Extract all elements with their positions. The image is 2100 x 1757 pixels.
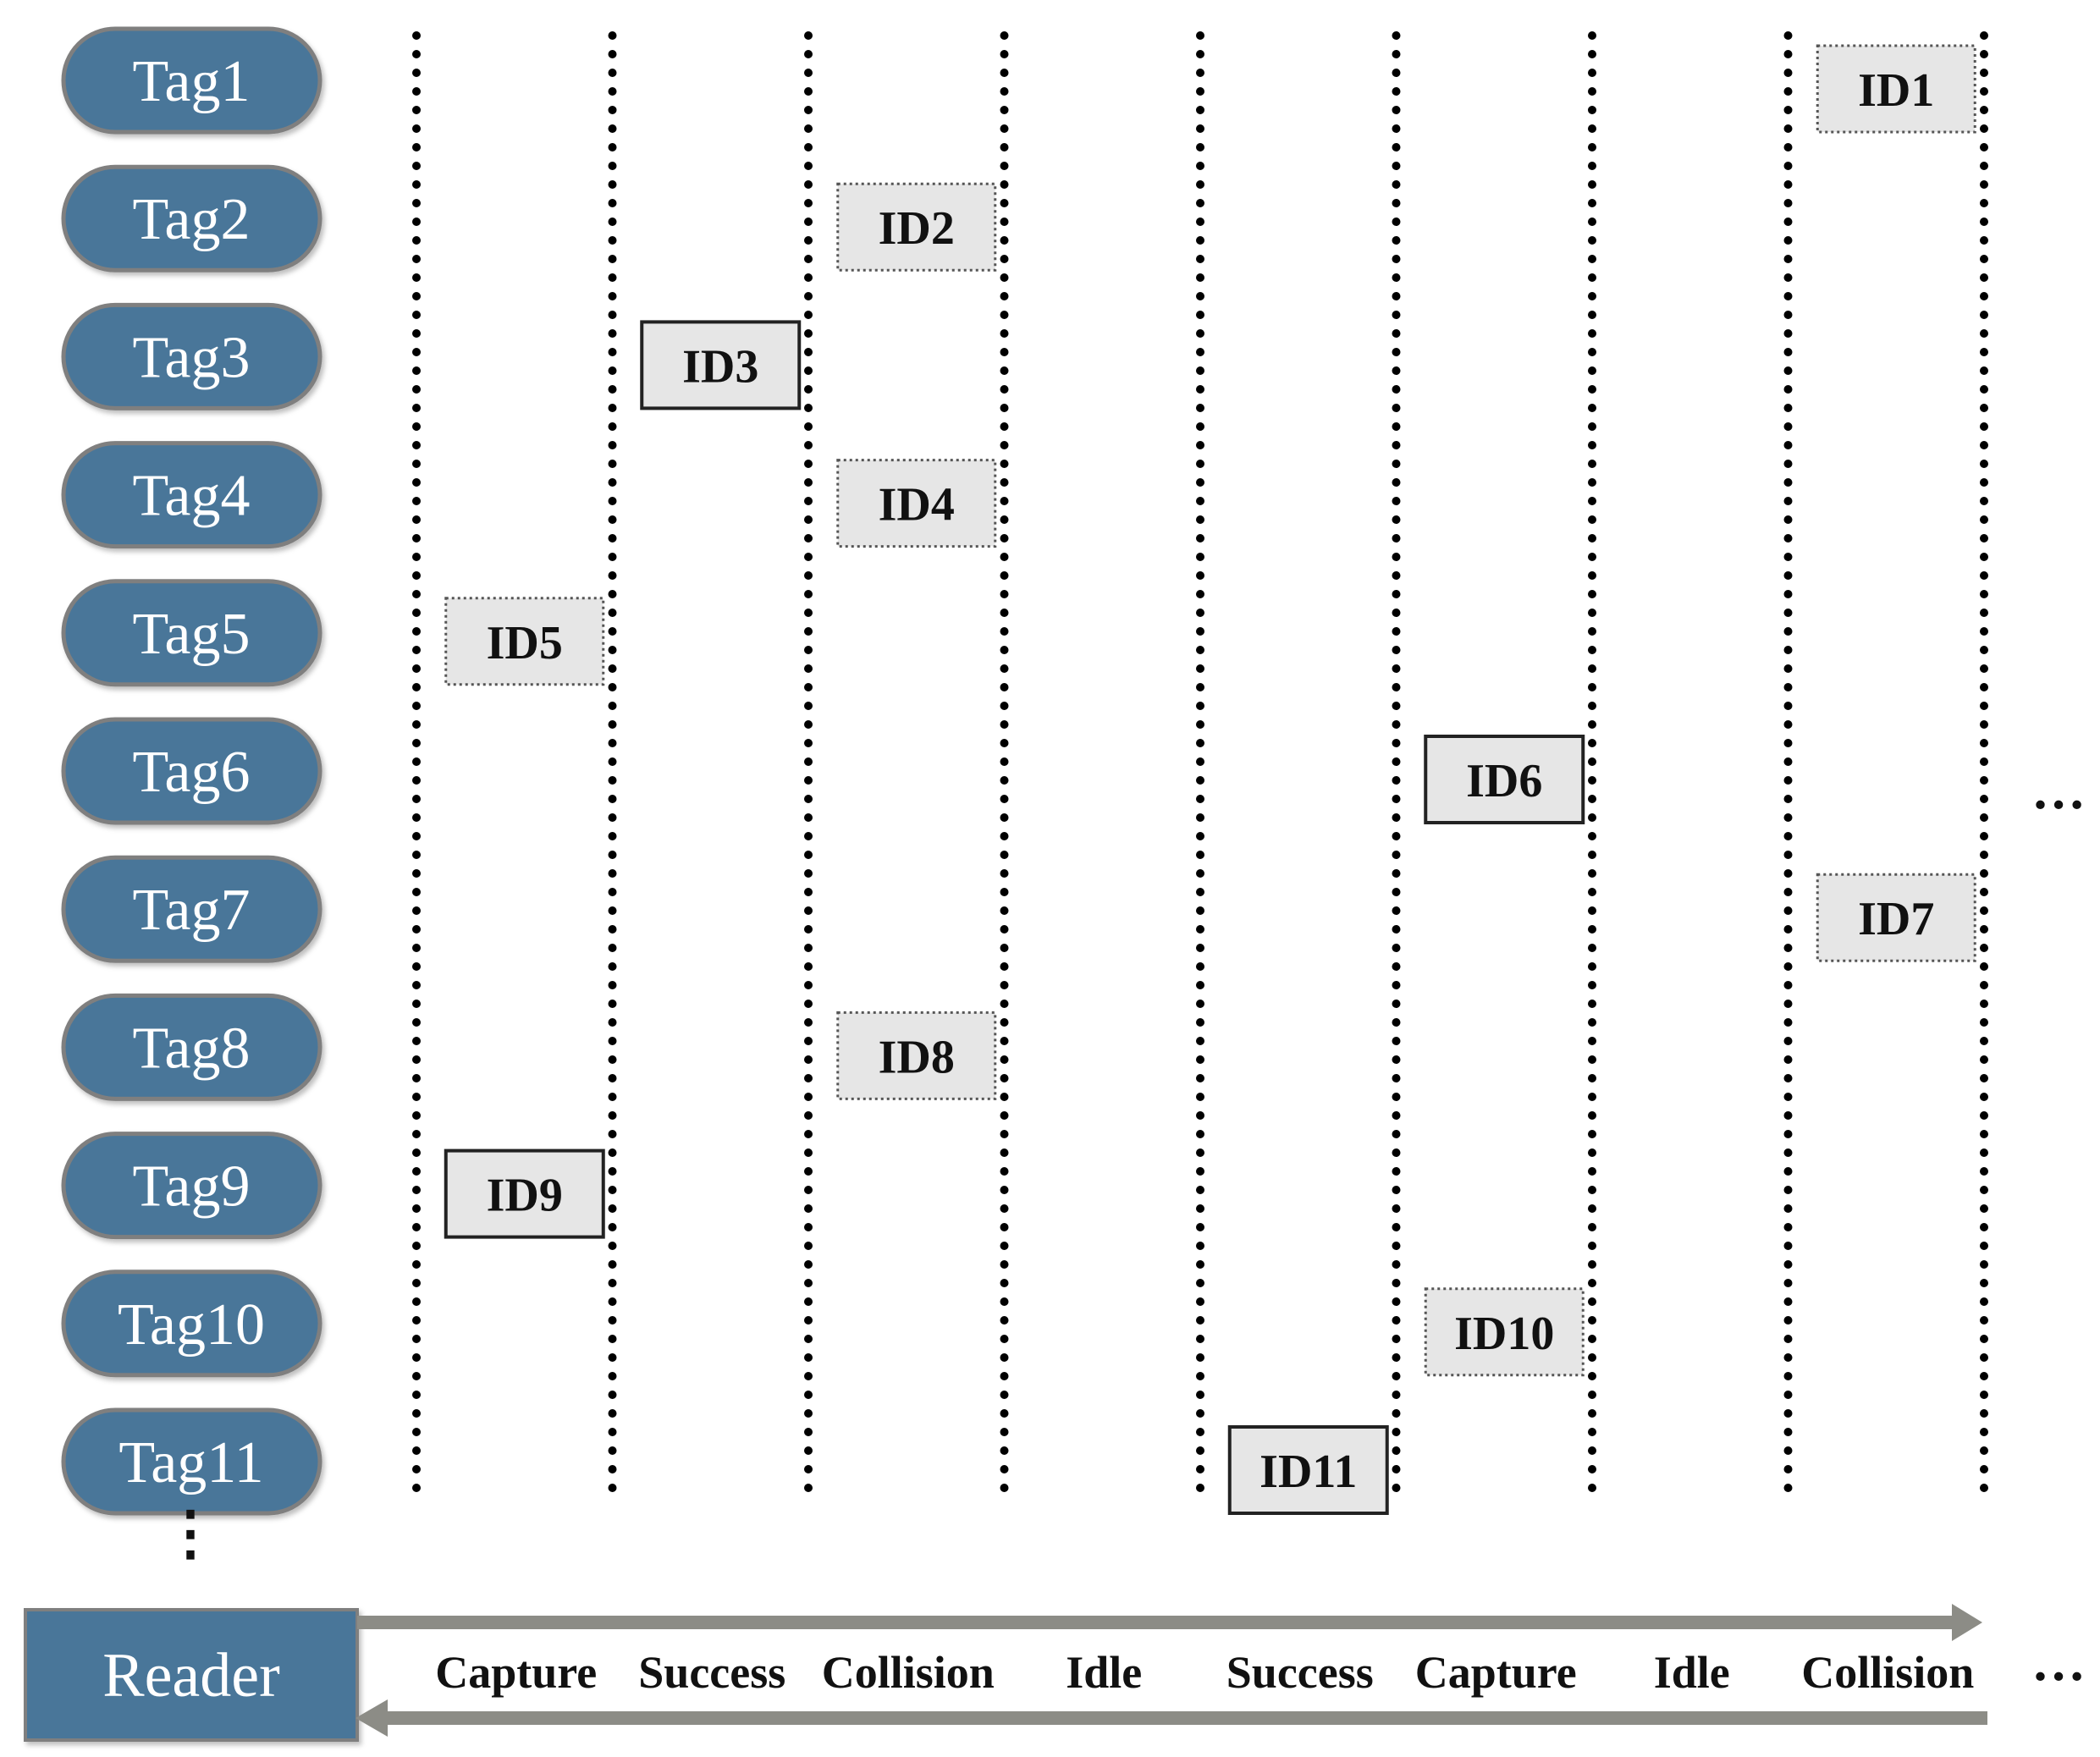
- backward-arrow-head: [356, 1699, 388, 1737]
- slots-more-ellipsis: …: [2031, 760, 2086, 820]
- id-box-dotted-frame: [836, 182, 997, 272]
- tag-label: Tag10: [118, 1292, 265, 1358]
- reader-label: Reader: [102, 1641, 280, 1710]
- tags-more-ellipsis: ⋮: [161, 1501, 220, 1567]
- tag-pill: Tag11: [61, 1407, 322, 1516]
- tag-pill-shape: [61, 717, 322, 825]
- id-box: ID6: [1424, 735, 1585, 824]
- tag-label: Tag4: [133, 464, 251, 529]
- id-box: ID11: [1227, 1425, 1389, 1515]
- id-box-solid-frame: [640, 320, 802, 410]
- id-box-dotted-frame: [836, 459, 997, 548]
- id-box-dotted-frame: [1816, 44, 1976, 134]
- id-box: ID1: [1816, 44, 1976, 134]
- id-box: ID2: [836, 182, 997, 272]
- id-label: ID11: [1259, 1446, 1357, 1498]
- id-box-dotted-frame: [1424, 1287, 1585, 1377]
- id-label: ID4: [879, 479, 955, 532]
- tag-pill: Tag5: [61, 579, 322, 687]
- tag-pill-shape: [61, 579, 322, 687]
- slot-status-label: Success: [1226, 1647, 1374, 1698]
- timeline-arrows: [356, 1604, 1987, 1737]
- slot-status-label: Collision: [822, 1647, 995, 1698]
- id-box-solid-frame: [1227, 1425, 1389, 1515]
- id-label: ID3: [682, 340, 758, 393]
- tag-label: Tag8: [133, 1016, 251, 1081]
- tag-pill-shape: [61, 1270, 322, 1378]
- id-label: ID6: [1466, 755, 1542, 807]
- id-box: ID10: [1424, 1287, 1585, 1377]
- tag-pill-shape: [61, 441, 322, 549]
- tag-pill-shape: [61, 855, 322, 963]
- id-label: ID8: [879, 1031, 955, 1083]
- forward-arrow-head: [1952, 1604, 1982, 1641]
- id-box: ID5: [444, 597, 605, 686]
- id-box-solid-frame: [1424, 735, 1585, 824]
- slot-status-label: Idle: [1654, 1647, 1730, 1698]
- id-box-dotted-frame: [444, 597, 605, 686]
- slot-status-label: Success: [638, 1647, 785, 1698]
- timeline-more-ellipsis: …: [2031, 1632, 2086, 1692]
- id-label: ID2: [879, 202, 955, 255]
- id-label: ID1: [1858, 64, 1934, 117]
- slot-status-label: Idle: [1066, 1647, 1142, 1698]
- slot-status-label: Collision: [1801, 1647, 1974, 1698]
- tag-label: Tag7: [133, 878, 251, 943]
- tag-pill: Tag8: [61, 993, 322, 1101]
- id-box: ID4: [836, 459, 997, 548]
- id-box-solid-frame: [444, 1148, 605, 1239]
- tag-pill-shape: [61, 302, 322, 410]
- tag-column: Tag1Tag2Tag3Tag4Tag5Tag6Tag7Tag8Tag9Tag1…: [61, 26, 322, 1516]
- slot-status-label: Capture: [435, 1647, 597, 1698]
- tag-label: Tag3: [133, 325, 251, 390]
- id-box: ID9: [444, 1148, 605, 1239]
- tag-pill: Tag4: [61, 441, 322, 549]
- tag-pill: Tag1: [61, 26, 322, 135]
- id-label: ID10: [1454, 1308, 1554, 1360]
- id-label: ID7: [1858, 893, 1934, 945]
- tag-pill: Tag3: [61, 302, 322, 410]
- tag-pill-shape: [61, 993, 322, 1101]
- tag-pill: Tag10: [61, 1270, 322, 1378]
- tag-pill: Tag7: [61, 855, 322, 963]
- id-box: ID3: [640, 320, 802, 410]
- tag-pill-shape: [61, 1407, 322, 1516]
- tag-label: Tag1: [133, 49, 251, 114]
- tag-label: Tag6: [133, 740, 251, 805]
- tag-pill-shape: [61, 164, 322, 273]
- slot-status-label: Capture: [1415, 1647, 1577, 1698]
- id-label: ID5: [487, 617, 563, 669]
- id-box: ID7: [1816, 873, 1976, 962]
- reader-box: [24, 1608, 359, 1742]
- tag-pill: Tag6: [61, 717, 322, 825]
- reader-timeline: Reader Capture Success Collision Idle Succes…: [24, 1604, 2086, 1742]
- slot-status-labels: Capture Success Collision Idle Success Captur…: [435, 1647, 1974, 1698]
- slot-dividers: [412, 31, 1988, 1498]
- tag-label: Tag11: [119, 1430, 263, 1495]
- id-box: ID8: [836, 1011, 997, 1100]
- tag-label: Tag9: [133, 1154, 251, 1220]
- tag-label: Tag2: [133, 187, 251, 252]
- id-label: ID9: [487, 1170, 563, 1222]
- tag-pill-shape: [61, 1132, 322, 1240]
- tag-pill: Tag9: [61, 1132, 322, 1240]
- tag-pill: Tag2: [61, 164, 322, 273]
- id-box-dotted-frame: [1816, 873, 1976, 962]
- tag-pill-shape: [61, 26, 322, 135]
- tag-label: Tag5: [133, 602, 251, 667]
- id-box-dotted-frame: [836, 1011, 997, 1100]
